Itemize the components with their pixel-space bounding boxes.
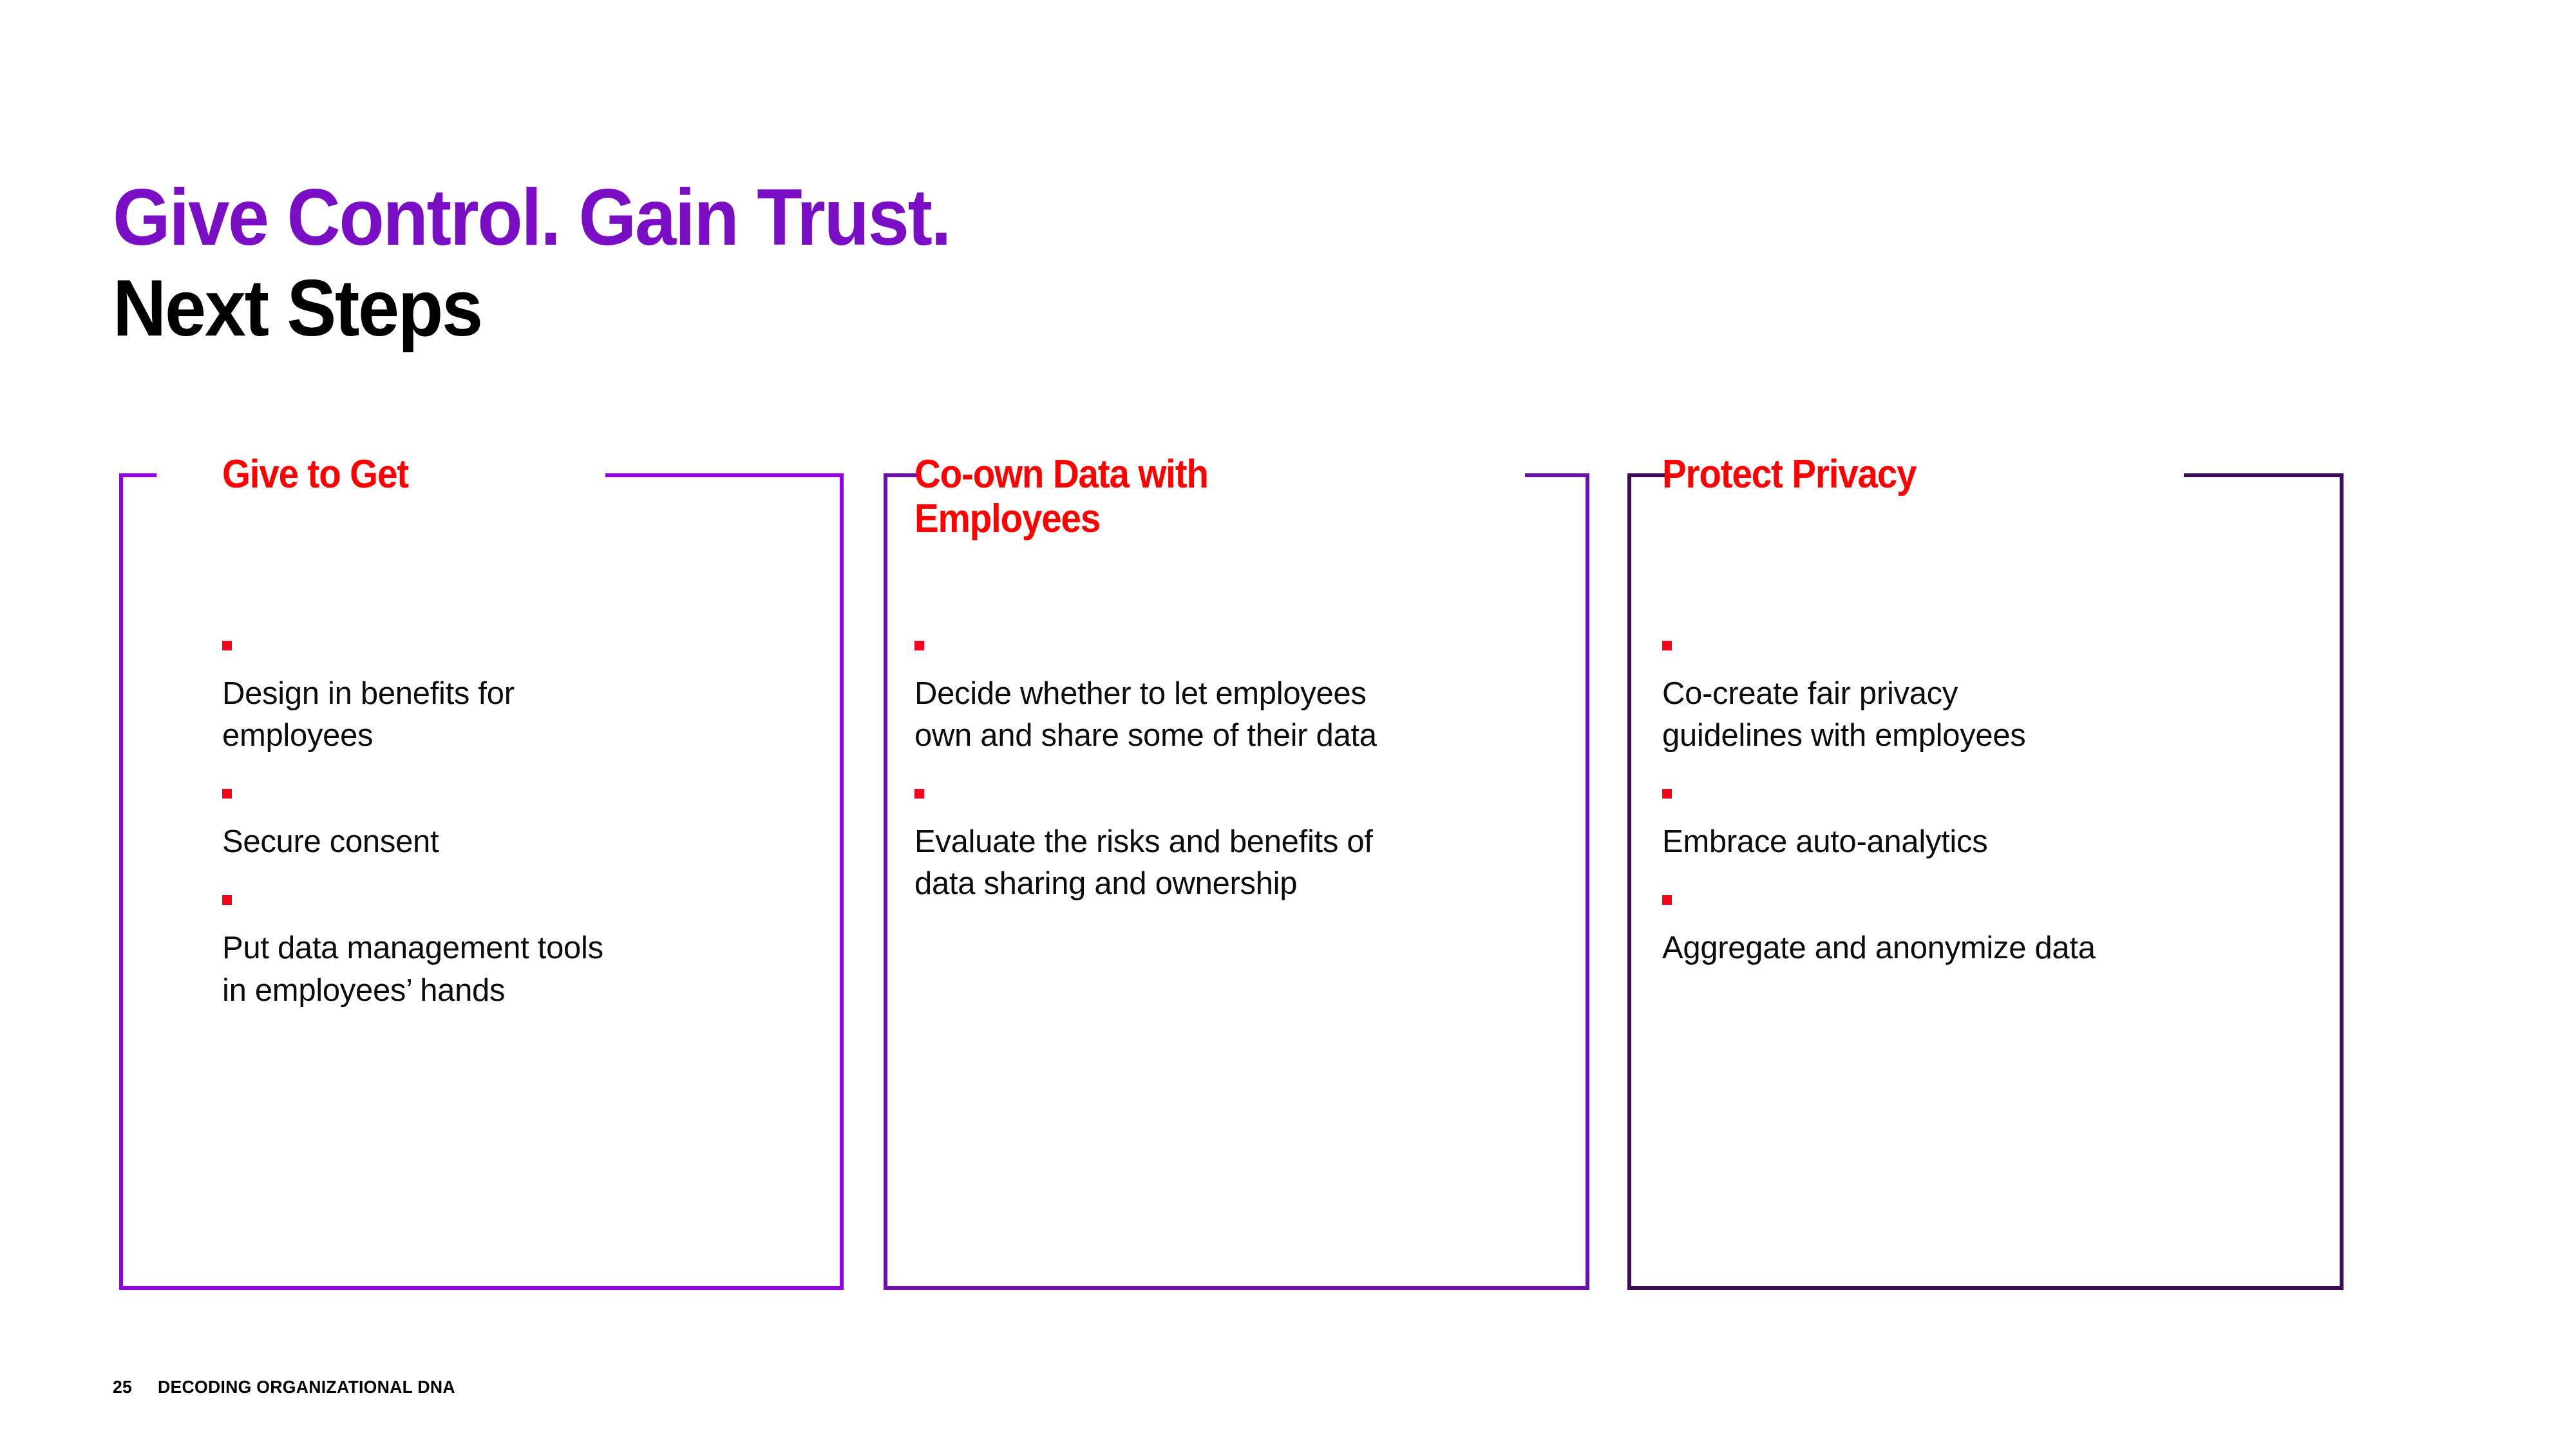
panel-border-right — [840, 473, 844, 1290]
panel-border-bottom — [884, 1286, 1589, 1290]
panel-border-right — [1586, 473, 1589, 1290]
list-item-text: Embrace auto-analytics — [1662, 824, 1988, 860]
list-item: Decide whether to let employees own and … — [914, 641, 1558, 757]
square-bullet-icon — [222, 895, 232, 905]
list-item-text: Evaluate the risks and benefits of data … — [914, 824, 1373, 902]
square-bullet-icon — [914, 641, 924, 650]
list-item: Put data management tools in employees’ … — [222, 895, 805, 1011]
square-bullet-icon — [1662, 789, 1672, 799]
panel-border-top-stub — [1627, 473, 1665, 477]
square-bullet-icon — [1662, 895, 1672, 905]
list-item-text: Decide whether to let employees own and … — [914, 676, 1377, 753]
square-bullet-icon — [914, 789, 924, 799]
slide-footer: 25 DECODING ORGANIZATIONAL DNA — [113, 1377, 471, 1397]
list-item: Aggregate and anonymize data — [1662, 895, 2313, 969]
panel-border-left — [119, 473, 123, 1290]
list-item: Secure consent — [222, 789, 805, 863]
footer-deck-name: DECODING ORGANIZATIONAL DNA — [157, 1377, 455, 1397]
column-co-own-data: Co-own Data with Employees Decide whethe… — [884, 452, 1589, 1290]
bullet-list-protect-privacy: Co-create fair privacy guidelines with e… — [1662, 641, 2313, 1002]
panel-border-top-rest — [1525, 473, 1589, 477]
list-item-text: Aggregate and anonymize data — [1662, 931, 2096, 966]
column-give-to-get: Give to Get Design in benefits for emplo… — [119, 452, 844, 1290]
bullet-list-give-to-get: Design in benefits for employees Secure … — [222, 641, 805, 1044]
list-item: Co-create fair privacy guidelines with e… — [1662, 641, 2313, 757]
column-protect-privacy: Protect Privacy Co-create fair privacy g… — [1627, 452, 2344, 1290]
bullet-list-co-own-data: Decide whether to let employees own and … — [914, 641, 1558, 938]
panel-border-top-rest — [605, 473, 844, 477]
panel-border-left — [884, 473, 887, 1290]
list-item-text: Design in benefits for employees — [222, 676, 515, 753]
slide-title-line-1: Give Control. Gain Trust. — [113, 173, 952, 262]
list-item: Design in benefits for employees — [222, 641, 805, 757]
list-item-text: Co-create fair privacy guidelines with e… — [1662, 676, 2026, 753]
panel-border-bottom — [119, 1286, 844, 1290]
square-bullet-icon — [222, 641, 232, 650]
panel-border-top-rest — [2184, 473, 2344, 477]
panel-border-left — [1627, 473, 1631, 1290]
slide-title-block: Give Control. Gain Trust. Next Steps — [113, 173, 2045, 355]
column-heading-give-to-get: Give to Get — [222, 452, 409, 497]
list-item-text: Secure consent — [222, 824, 439, 860]
list-item-text: Put data management tools in employees’ … — [222, 931, 603, 1008]
square-bullet-icon — [1662, 641, 1672, 650]
list-item: Evaluate the risks and benefits of data … — [914, 789, 1558, 905]
panel-border-top-stub — [119, 473, 156, 477]
panel-border-top-stub — [884, 473, 921, 477]
panel-border-right — [2340, 473, 2344, 1290]
column-heading-co-own-data: Co-own Data with Employees — [914, 452, 1209, 542]
column-heading-protect-privacy: Protect Privacy — [1662, 452, 1917, 497]
panel-border-bottom — [1627, 1286, 2344, 1290]
square-bullet-icon — [222, 789, 232, 799]
footer-page-number: 25 — [113, 1377, 132, 1397]
list-item: Embrace auto-analytics — [1662, 789, 2313, 863]
slide-title-line-2: Next Steps — [113, 264, 483, 354]
